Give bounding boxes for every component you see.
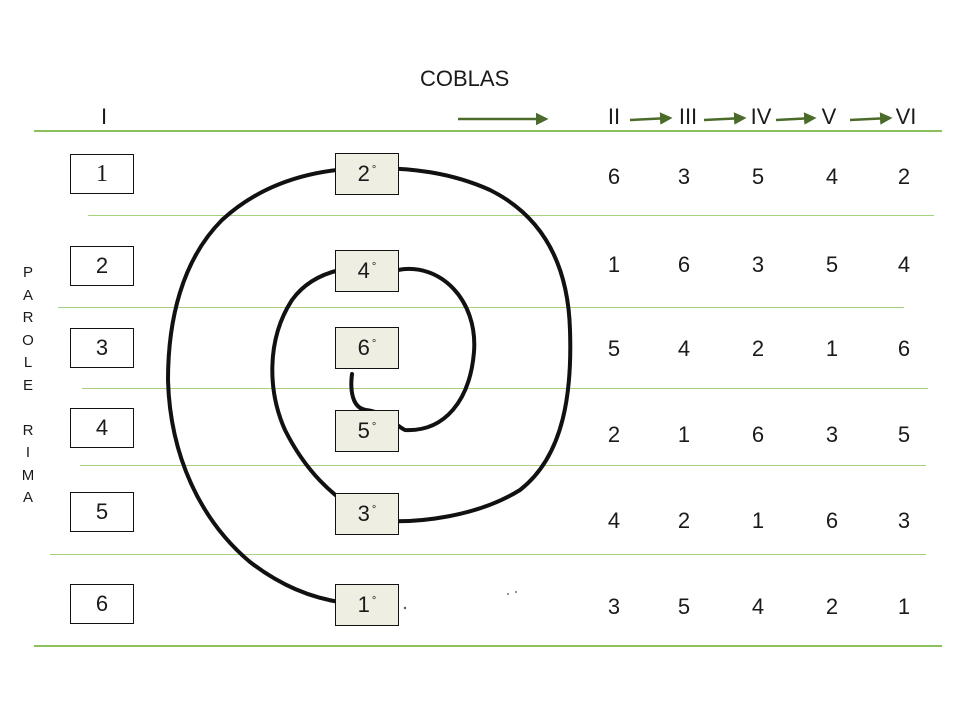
table-cell: 5 — [751, 164, 765, 189]
vertical-letter: I — [25, 444, 31, 461]
spiral-box-label: 6 — [357, 335, 370, 360]
row-divider — [58, 307, 904, 308]
ordinal-mark: ° — [371, 164, 377, 176]
vertical-letter: L — [23, 354, 33, 371]
vertical-letter: A — [22, 489, 33, 506]
column-header-v: V — [821, 104, 837, 129]
word-box-4: 4 — [70, 408, 134, 448]
table-cell: 5 — [607, 336, 621, 361]
spiral-box-4th: 4° — [335, 250, 399, 292]
vertical-letter: A — [22, 286, 33, 304]
table-cell: 4 — [677, 336, 691, 361]
diagram-title: COBLAS — [420, 66, 510, 91]
word-box-5: 5 — [70, 492, 134, 532]
table-cell: 6 — [825, 508, 839, 533]
spiral-box-label: 2 — [357, 161, 370, 186]
spiral-box-label: 1 — [357, 592, 370, 617]
stanza-arrow — [849, 112, 893, 125]
spiral-box-label: 4 — [357, 258, 370, 283]
table-cell: 4 — [751, 594, 765, 619]
table-cell: 2 — [677, 508, 691, 533]
spiral-path — [166, 166, 573, 605]
table-cell: 3 — [897, 508, 911, 533]
ordinal-mark: ° — [371, 421, 377, 433]
table-cell: 2 — [825, 594, 839, 619]
vertical-letter: M — [21, 466, 35, 484]
table-cell: 2 — [751, 336, 765, 361]
table-cell: 3 — [825, 422, 839, 447]
table-cell: 2 — [607, 422, 621, 447]
row-divider — [88, 215, 934, 216]
speck — [507, 593, 509, 595]
row-divider — [50, 554, 926, 555]
table-cell: 1 — [607, 252, 621, 277]
speck — [515, 591, 517, 593]
table-cell: 6 — [607, 164, 621, 189]
table-cell: 4 — [607, 508, 621, 533]
vertical-letter: O — [22, 331, 34, 349]
spiral-box-1st: 1° — [335, 584, 399, 626]
ordinal-mark: ° — [371, 504, 377, 516]
spiral-box-5th: 5° — [335, 410, 399, 452]
table-cell: 3 — [677, 164, 691, 189]
table-cell: 1 — [751, 508, 765, 533]
vertical-letter: R — [22, 421, 34, 439]
ordinal-mark: ° — [371, 595, 377, 607]
table-cell: 5 — [897, 422, 911, 447]
ordinal-mark: ° — [371, 261, 377, 273]
table-cell: 6 — [677, 252, 691, 277]
stanza-arrow — [629, 112, 673, 125]
ordinal-mark: ° — [371, 338, 377, 350]
word-box-3: 3 — [70, 328, 134, 368]
vertical-letter: P — [22, 264, 33, 281]
row-divider — [82, 388, 928, 389]
column-header-iv: IV — [750, 104, 772, 129]
spiral-box-2nd: 2° — [335, 153, 399, 195]
footer-rule — [34, 645, 942, 647]
word-box-1: 1 — [70, 154, 134, 194]
vertical-label-parole-rima: P A R O L E R I M A — [18, 262, 38, 510]
table-cell: 4 — [825, 164, 839, 189]
spiral-box-label: 5 — [357, 418, 370, 443]
column-header-iii: III — [678, 104, 698, 129]
table-cell: 5 — [825, 252, 839, 277]
vertical-letter: R — [22, 309, 34, 326]
header-rule — [34, 130, 942, 132]
column-header-ii: II — [607, 104, 621, 129]
table-cell: 1 — [825, 336, 839, 361]
column-header-i: I — [100, 104, 108, 129]
stanza-arrow — [775, 112, 817, 125]
word-box-2: 2 — [70, 246, 134, 286]
table-cell: 6 — [751, 422, 765, 447]
word-box-6: 6 — [70, 584, 134, 624]
spiral-box-6th: 6° — [335, 327, 399, 369]
speck — [403, 606, 407, 610]
row-divider — [80, 465, 926, 466]
stanza-arrow — [703, 112, 747, 125]
column-header-vi: VI — [895, 104, 917, 129]
table-cell: 5 — [677, 594, 691, 619]
table-cell: 4 — [897, 252, 911, 277]
spiral-box-label: 3 — [357, 501, 370, 526]
spiral-box-3rd: 3° — [335, 493, 399, 535]
table-cell: 1 — [677, 422, 691, 447]
table-cell: 3 — [751, 252, 765, 277]
table-cell: 3 — [607, 594, 621, 619]
table-cell: 6 — [897, 336, 911, 361]
table-cell: 2 — [897, 164, 911, 189]
vertical-letter: E — [22, 376, 33, 394]
table-cell: 1 — [897, 594, 911, 619]
